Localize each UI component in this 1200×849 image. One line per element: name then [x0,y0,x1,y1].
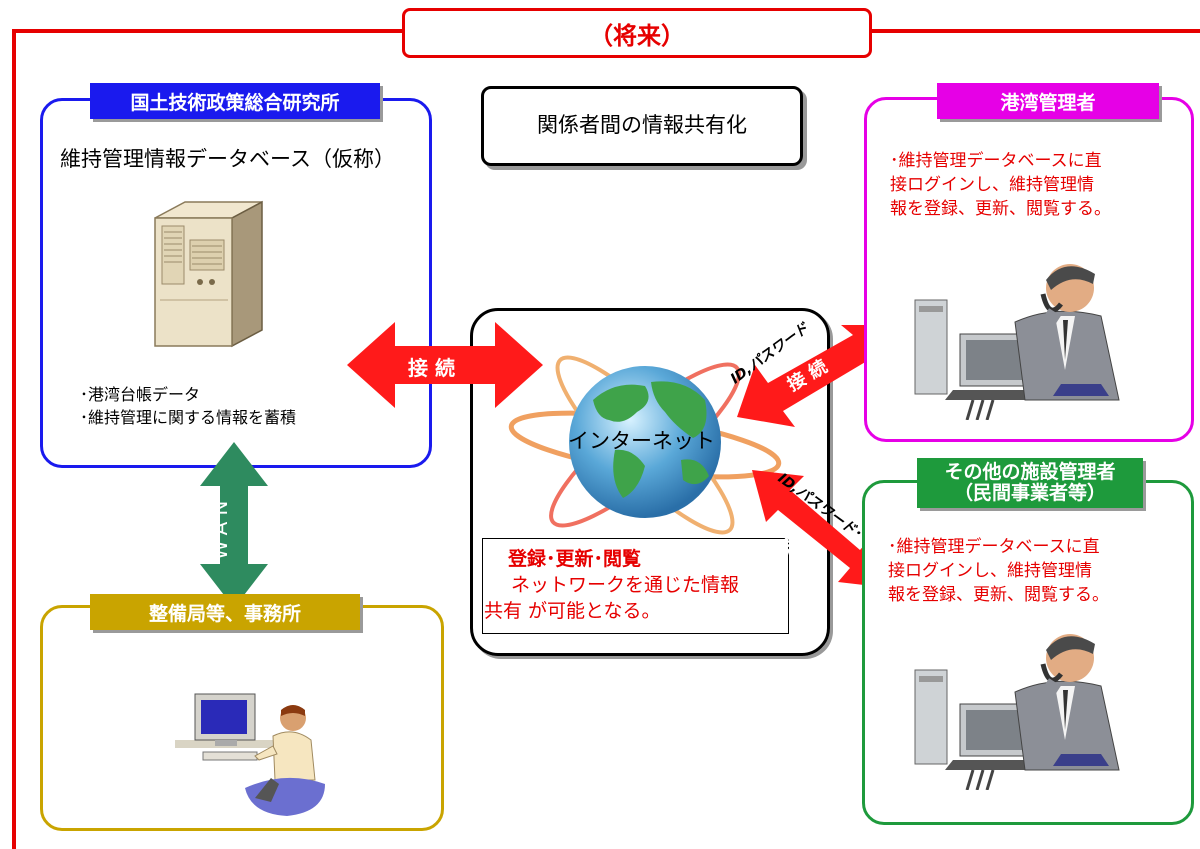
other-admin-tab-line-1: その他の施設管理者 [944,461,1116,483]
office-worker-icon [175,693,325,816]
port-admin-line-3: 報を登録、更新、閲覧する。 [890,199,1111,219]
other-admin-tab: その他の施設管理者 （民間事業者等） [917,458,1143,508]
globe-icon [508,355,782,535]
port-admin-tab: 港湾管理者 [937,83,1159,119]
server-icon [154,200,263,348]
nilim-note-1: ･港湾台帳データ [80,385,201,404]
register-box [482,538,789,634]
businessman-on-phone-icon [914,264,1120,420]
info-sharing-heading: 関係者間の情報共有化 [537,113,747,137]
wan-arrow [200,442,268,608]
port-admin-line-2: 接ログインし、維持管理情 [890,175,1094,195]
register-title: 登録･更新･閲覧 [508,548,642,570]
info-sharing-box [481,86,803,166]
connect-arrow-right-lower [752,470,890,588]
connect-arrow-left [347,322,543,408]
other-admin-line-3: 報を登録、更新、閲覧する。 [888,585,1109,605]
connect-arrow-right-upper [737,325,893,427]
bureau-tab: 整備局等、事務所 [90,594,360,630]
other-admin-tab-line-2: （民間事業者等） [953,482,1106,504]
nilim-note-2: ･維持管理に関する情報を蓄積 [80,408,297,427]
other-admin-line-2: 接ログインし、維持管理情 [888,561,1092,581]
internet-label: インターネット [568,429,715,453]
nilim-tab: 国土技術政策総合研究所 [90,83,380,119]
port-admin-line-1: ･維持管理データベースに直 [890,151,1102,171]
other-admin-line-1: ･維持管理データベースに直 [888,537,1100,557]
page-title: （将来） [402,8,872,58]
db-title: 維持管理情報データベース（仮称） [60,147,395,171]
connect-label-left: 接 続 [408,356,455,380]
businessman-on-phone-icon-2 [914,634,1120,790]
wan-label: WAN [208,494,232,560]
register-line-1: ネットワークを通じた情報 [492,574,740,596]
internet-frame [470,308,830,656]
register-line-2: 共有 が可能となる。 [484,600,661,622]
